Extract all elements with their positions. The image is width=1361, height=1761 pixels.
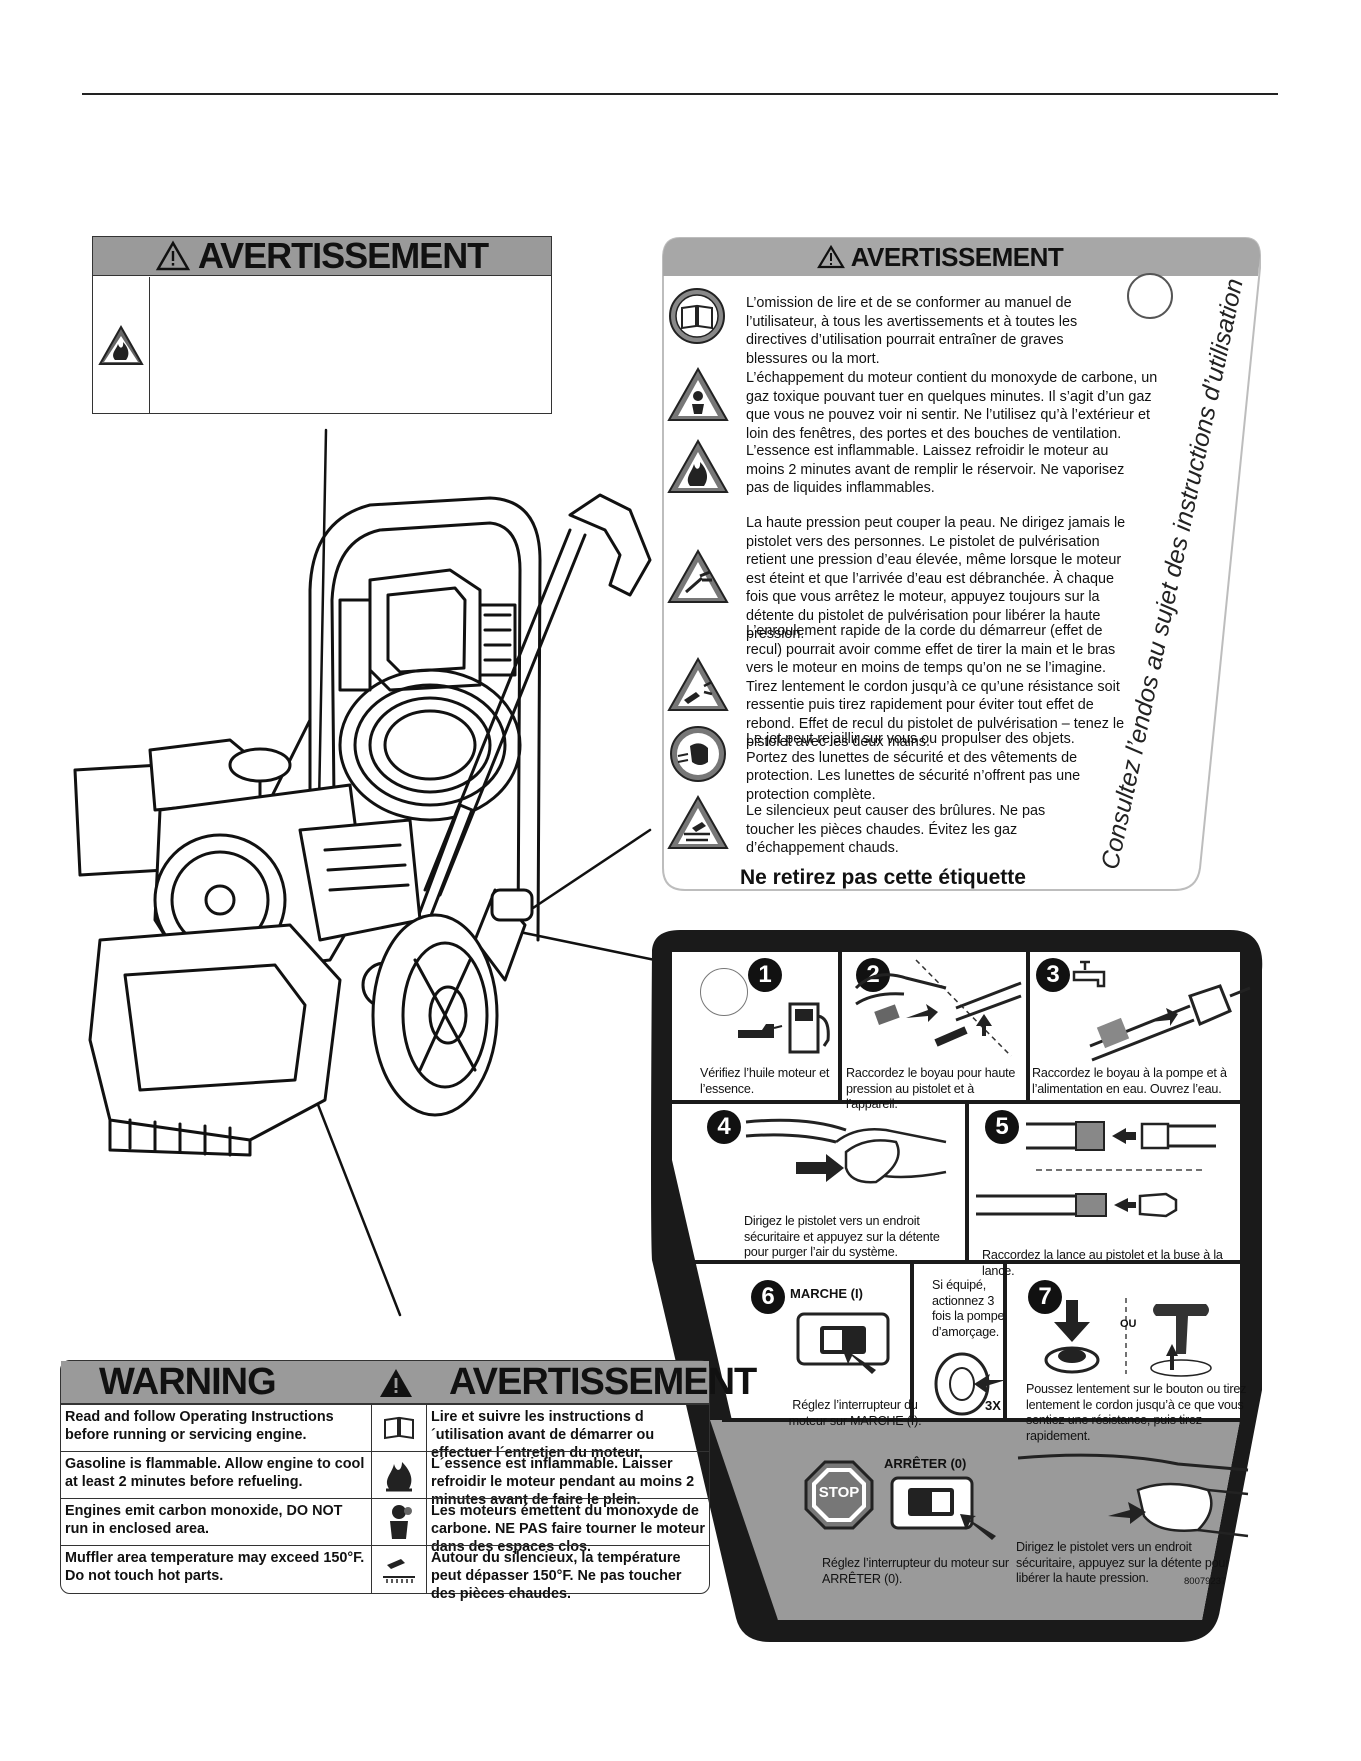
warning-row-4-en: Muffler area temperature may exceed 150°… (65, 1550, 365, 1584)
label-header: AVERTISSEMENT (93, 235, 551, 276)
high-pressure-spray-icon (667, 548, 729, 603)
stop-sign-text: STOP (818, 1484, 860, 1501)
step-3-number: 3 (1036, 958, 1070, 992)
prime-text: Si équipé, actionnez 3 fois la pompe d’a… (932, 1278, 1005, 1339)
tag-item-6: Le jet peut rejaillir sur vous ou propul… (746, 731, 1081, 803)
toxic-fumes-icon (667, 366, 729, 421)
warning-row-1: Read and follow Operating Instructions b… (61, 1404, 709, 1461)
warning-row-3-fr: Les moteurs émettent du monoxyde de carb… (431, 1503, 706, 1555)
eye-protection-icon (670, 726, 726, 782)
bilingual-warning-label: WARNING AVERTISSEMENT Read and follow Op… (60, 1360, 757, 1602)
tag-item-7: Le silencieux peut causer des brûlures. … (746, 803, 1046, 856)
on-switch-icon (796, 1312, 890, 1374)
stop-text: Réglez l’interrupteur du moteur sur ARRÊ… (822, 1556, 1009, 1586)
warning-row-4: Muffler area temperature may exceed 150°… (61, 1545, 709, 1602)
gun-release-icon (1017, 1453, 1249, 1538)
warning-row-3-en: Engines emit carbon monoxide, DO NOT run… (65, 1503, 343, 1537)
warning-row-4-fr: Autour du silencieux, la température peu… (431, 1550, 682, 1602)
step-7-text: Poussez lentement sur le bouton ou tirez… (1026, 1382, 1247, 1443)
tag-item-5: L’enroulement rapide de la corde du déma… (746, 623, 1125, 750)
tag-item-1: L’omission de lire et de se conformer au… (746, 295, 1078, 367)
warning-row-2-en: Gasoline is flammable. Allow engine to c… (65, 1456, 365, 1490)
warning-title-en: WARNING (99, 1361, 277, 1403)
stop-sign-icon (804, 1460, 874, 1530)
step-5-number: 5 (985, 1110, 1019, 1144)
hot-surface-icon (383, 1559, 415, 1583)
fire-hazard-icon (386, 1462, 412, 1492)
tag-footer: Ne retirez pas cette étiquette (740, 866, 1026, 889)
prime-count: 3X (985, 1398, 1001, 1413)
step-7-or: OU (1120, 1318, 1137, 1330)
step-6-number: 6 (751, 1280, 785, 1314)
tag-hole (1127, 273, 1173, 319)
label-icon-cell (93, 277, 150, 413)
bilingual-header: WARNING AVERTISSEMENT (61, 1361, 757, 1404)
step-2-text: Raccordez le boyau pour haute pression a… (846, 1066, 1016, 1111)
off-switch-icon (890, 1476, 996, 1540)
warning-title-fr: AVERTISSEMENT (449, 1361, 757, 1403)
choke-recoil-icon (1044, 1298, 1212, 1377)
gun-trigger-icon (745, 1118, 947, 1184)
steps-panel (651, 930, 1263, 1642)
step-4-number: 4 (707, 1110, 741, 1144)
warning-triangle-icon (155, 240, 190, 271)
step-4-text: Dirigez le pistolet vers un endroit sécu… (744, 1214, 940, 1259)
step-1-text: Vérifiez l’huile moteur et l’essence. (700, 1066, 830, 1096)
primer-bulb-icon (934, 1352, 1006, 1416)
warning-row-1-en: Read and follow Operating Instructions b… (65, 1409, 334, 1443)
tag-item-3: L’essence est inflammable. Laissez refro… (746, 443, 1125, 496)
step-7-number: 7 (1028, 1280, 1062, 1314)
tag-title: AVERTISSEMENT (850, 241, 1064, 272)
warning-row-3: Engines emit carbon monoxide, DO NOT run… (61, 1498, 709, 1555)
stop-label: ARRÊTER (0) (884, 1456, 967, 1471)
warning-row-1-fr: Lire et suivre les instructions d´utilis… (431, 1409, 655, 1461)
step-6-text: Réglez l’interrupteur du moteur sur MARC… (788, 1398, 922, 1428)
pressure-washer-illustration (73, 428, 657, 1317)
tag-item-4: La haute pression peut couper la peau. N… (746, 515, 1126, 642)
tag-item-2: L’échappement du moteur contient du mono… (746, 370, 1158, 442)
engine-warning-label: AVERTISSEMENT (92, 235, 552, 414)
warning-row-2-fr: L´essence est inflammable. Laisser refro… (431, 1456, 695, 1508)
top-rule (82, 93, 1278, 95)
stop-text-2: Dirigez le pistolet vers un endroit sécu… (1016, 1540, 1230, 1585)
label-title: AVERTISSEMENT (197, 235, 489, 276)
recoil-hazard-icon (667, 656, 729, 711)
toxic-fumes-icon (390, 1505, 412, 1539)
manual-book-icon (384, 1416, 414, 1440)
warning-triangle-icon (380, 1369, 412, 1397)
tag-outline (662, 237, 1261, 891)
fire-hazard-icon (667, 438, 729, 493)
label-part-number: 80079237 (1184, 1576, 1227, 1587)
warning-row-2: Gasoline is flammable. Allow engine to c… (61, 1451, 709, 1508)
step-6-label: MARCHE (I) (790, 1286, 863, 1301)
manual-book-icon (669, 288, 725, 344)
tag-header: AVERTISSEMENT (660, 240, 1220, 274)
panel-hole (700, 968, 748, 1016)
faucet-hose-icon (1072, 960, 1251, 1062)
warning-tag: AVERTISSEMENT (660, 237, 1262, 898)
oil-fuel-icon (738, 1002, 830, 1054)
step-5-text: Raccordez la lance au pistolet et la bus… (982, 1248, 1223, 1278)
nozzle-wand-icon (976, 1121, 1216, 1218)
step-3-text: Raccordez le boyau à la pompe et à l’ali… (1032, 1066, 1227, 1096)
fire-hazard-icon (98, 324, 144, 365)
warning-triangle-icon (816, 244, 845, 269)
step-1-number: 1 (748, 958, 782, 992)
hot-surface-icon (667, 794, 729, 849)
hose-connect-icon (854, 959, 1022, 1057)
